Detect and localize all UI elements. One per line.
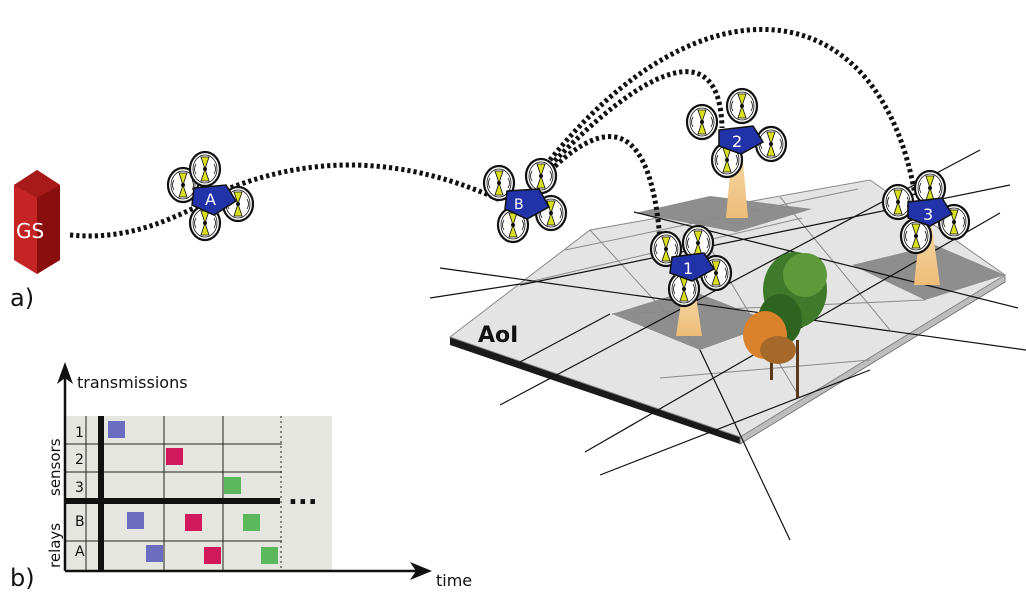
row-label: 2: [75, 452, 84, 468]
slot-relay-a: [204, 547, 221, 564]
row-label: B: [75, 514, 85, 530]
sensor-label-1: 1: [683, 259, 693, 278]
aoi-ground-plane: AoI: [429, 149, 1026, 541]
aoi-cell-dark: [635, 196, 812, 232]
relays-group-label: relays: [46, 523, 64, 568]
aoi-label: AoI: [478, 323, 518, 348]
relay-drone-a: A: [166, 150, 255, 242]
communication-links: [69, 26, 918, 241]
slot-sensor-1: [108, 421, 125, 438]
row-label: 3: [75, 480, 84, 496]
schedule-chart: transmissions time b) sensors relays 1 2…: [10, 362, 472, 592]
sensor-drone-2: 2: [685, 87, 788, 179]
y-axis-label: transmissions: [77, 373, 188, 392]
schedule-background: [65, 416, 332, 570]
x-axis-label: time: [436, 571, 472, 590]
sensor-drone-1: 1: [649, 224, 733, 308]
relay-label-b: B: [514, 197, 524, 213]
row-label: A: [75, 544, 85, 560]
sensors-group-label: sensors: [46, 438, 64, 496]
tree-icon: [743, 252, 827, 398]
slot-relay-b: [243, 514, 260, 531]
slot-relay-b: [127, 512, 144, 529]
slot-relay-b: [185, 514, 202, 531]
row-label: 1: [75, 425, 84, 441]
slot-sensor-3: [224, 477, 241, 494]
sensor-drone-3: 3: [881, 169, 971, 255]
panel-a-label: a): [10, 284, 34, 312]
sensor-label-2: 2: [732, 132, 742, 151]
ground-station-label: GS: [16, 219, 44, 243]
sensor-label-3: 3: [923, 205, 933, 224]
slot-sensor-2: [166, 448, 183, 465]
slot-relay-a: [261, 547, 278, 564]
slot-relay-a: [146, 545, 163, 562]
ground-station: GS: [14, 170, 60, 274]
panel-b-label: b): [10, 564, 35, 592]
relay-label-a: A: [205, 190, 216, 209]
relay-drone-b: B: [482, 157, 568, 244]
ellipsis: ...: [288, 481, 318, 511]
